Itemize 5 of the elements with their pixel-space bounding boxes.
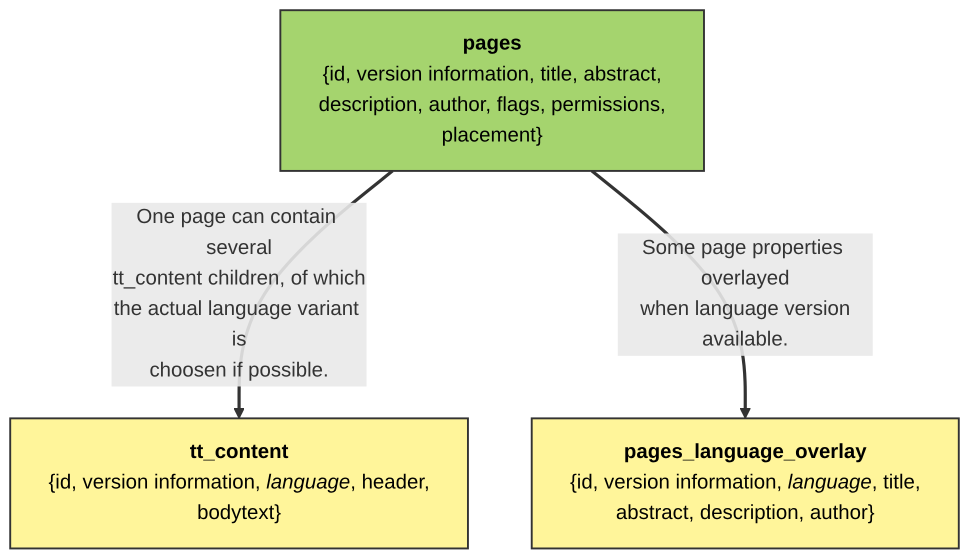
node-box: tt_content {id, version information, language, header, bodytext}	[9, 418, 469, 550]
edge-label: Some page properties overlayed when language version available.	[640, 237, 850, 351]
node-box: pages {id, version information, title, abstract, description, author, flags, permissions, placement}	[279, 9, 705, 172]
node-box: pages_language_overlay {id, version information, language, title, abstract, description, author}	[530, 418, 960, 550]
edge-label: One page can contain several tt_content children, of which the actual language variant is choosen if possible.	[112, 206, 366, 382]
